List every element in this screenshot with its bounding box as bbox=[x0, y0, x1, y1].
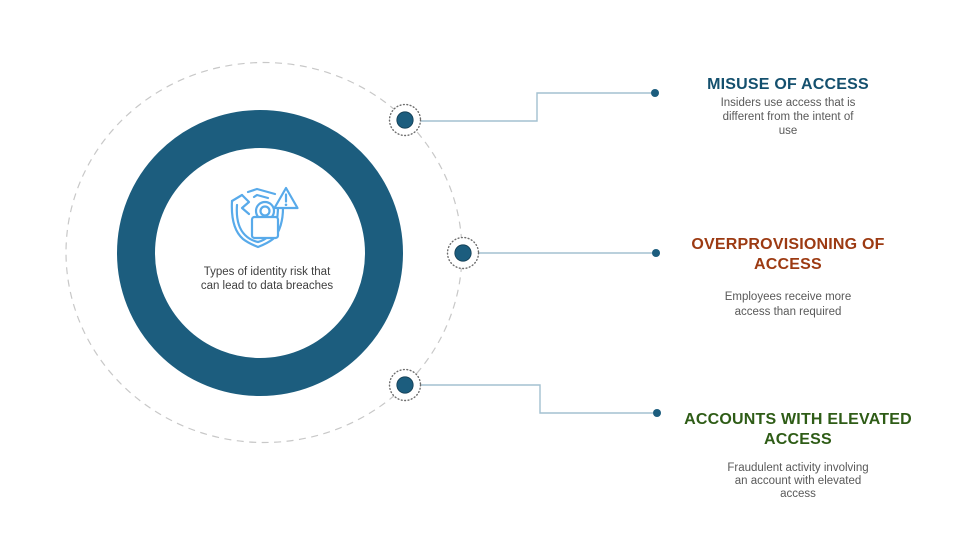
node-overprovisioning bbox=[446, 236, 480, 270]
heading-elevated-access: ACCOUNTS WITH ELEVATED ACCESS bbox=[668, 410, 928, 450]
connector-lines bbox=[405, 92, 653, 414]
main-ring bbox=[117, 110, 403, 396]
heading-line: ACCOUNTS WITH ELEVATED bbox=[684, 411, 912, 428]
end-dot-misuse bbox=[651, 89, 659, 97]
end-dot-elevated bbox=[653, 409, 661, 417]
heading-misuse-of-access: MISUSE OF ACCESS bbox=[658, 76, 918, 93]
heading-line: ACCESS bbox=[764, 431, 832, 448]
heading-line: ACCESS bbox=[754, 256, 822, 273]
shield-roof-left bbox=[230, 193, 244, 203]
body-line: an account with elevated bbox=[734, 475, 862, 487]
shield-crack bbox=[240, 193, 251, 216]
connector-elevated bbox=[405, 384, 653, 414]
padlock-shackle-inner bbox=[259, 205, 271, 217]
center-label-line: Types of identity risk that bbox=[203, 266, 331, 278]
connector-misuse bbox=[405, 92, 651, 122]
body-line: Fraudulent activity involving bbox=[727, 462, 869, 474]
heading-line: OVERPROVISIONING OF bbox=[691, 236, 885, 253]
heading-line: MISUSE OF ACCESS bbox=[707, 76, 869, 93]
shield-lock-warning-icon bbox=[230, 186, 299, 249]
body-elevated-access: Fraudulent activity involving an account… bbox=[713, 462, 883, 501]
end-dot-overprovisioning bbox=[652, 249, 660, 257]
node-elevated bbox=[388, 368, 422, 402]
body-line: access bbox=[780, 488, 816, 500]
body-line: use bbox=[778, 125, 798, 137]
node-misuse bbox=[388, 103, 422, 137]
body-overprovisioning: Employees receive more access than requi… bbox=[703, 290, 873, 320]
connector-end-dots bbox=[651, 89, 661, 417]
body-line: different from the intent of bbox=[722, 111, 854, 123]
shield-inner-roof bbox=[252, 193, 270, 200]
center-label: Types of identity risk that can lead to … bbox=[197, 265, 337, 293]
body-misuse-of-access: Insiders use access that is different fr… bbox=[703, 96, 873, 138]
body-line: access than required bbox=[734, 306, 842, 318]
body-line: Employees receive more bbox=[724, 291, 852, 303]
orbit-nodes bbox=[388, 103, 480, 402]
body-line: Insiders use access that is bbox=[720, 97, 856, 109]
padlock-body bbox=[250, 215, 280, 240]
heading-overprovisioning: OVERPROVISIONING OF ACCESS bbox=[658, 235, 918, 275]
shield-roof-right bbox=[246, 187, 277, 196]
warning-exclamation-dot bbox=[284, 203, 288, 207]
center-label-line: can lead to data breaches bbox=[200, 280, 334, 292]
